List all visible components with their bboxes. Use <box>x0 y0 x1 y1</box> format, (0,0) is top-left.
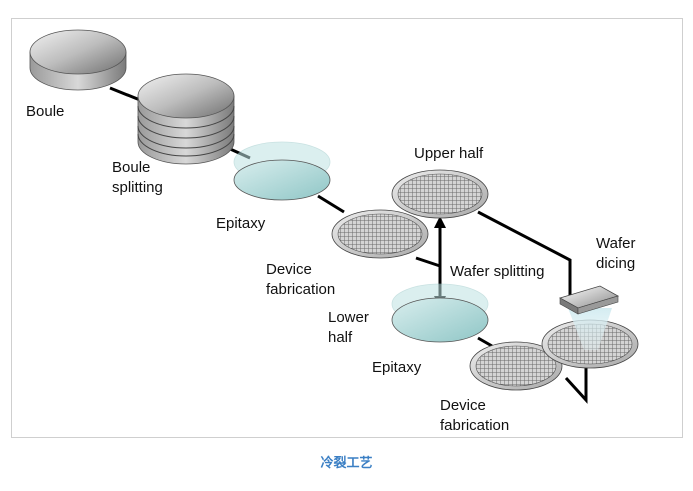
label-wafer-splitting: Wafer splitting <box>450 263 544 280</box>
arrowhead-up-icon <box>434 216 446 228</box>
label-wafer-dicing-line1: Wafer <box>596 235 635 252</box>
label-device-fabrication-2-line2: fabrication <box>440 417 509 434</box>
label-device-fabrication-1-line1: Device <box>266 261 312 278</box>
device-wafer-icon <box>331 209 429 259</box>
arrow-device-to-split <box>415 256 441 268</box>
label-lower-half-line1: Lower <box>328 309 369 326</box>
diagram-labels: Boule Boule splitting Epitaxy Upper half… <box>26 103 635 434</box>
lower-half-epitaxy-wafer-icon <box>391 283 489 343</box>
label-device-fabrication-2-line1: Device <box>440 397 486 414</box>
boule-icon <box>29 29 127 91</box>
label-boule-splitting-line2: splitting <box>112 179 163 196</box>
device-wafer-2-icon <box>469 341 563 391</box>
epitaxy-wafer-icon <box>233 141 331 201</box>
label-upper-half: Upper half <box>414 145 484 162</box>
arrow-upper-to-dicing <box>477 210 572 300</box>
label-boule: Boule <box>26 103 64 120</box>
label-lower-half-line2: half <box>328 329 353 346</box>
label-epitaxy-1: Epitaxy <box>216 215 266 232</box>
label-wafer-dicing-line2: dicing <box>596 255 635 272</box>
upper-half-wafer-icon <box>391 169 489 219</box>
arrow-epitaxy-to-device <box>317 194 345 214</box>
label-boule-splitting-line1: Boule <box>112 159 150 176</box>
label-device-fabrication-1-line2: fabrication <box>266 281 335 298</box>
arrow-lower-epi-to-device <box>477 336 493 348</box>
split-wafer-stack-icon <box>137 73 235 165</box>
label-epitaxy-2: Epitaxy <box>372 359 422 376</box>
figure-caption: 冷裂工艺 <box>320 456 373 471</box>
dicing-tool-icon <box>558 285 620 350</box>
